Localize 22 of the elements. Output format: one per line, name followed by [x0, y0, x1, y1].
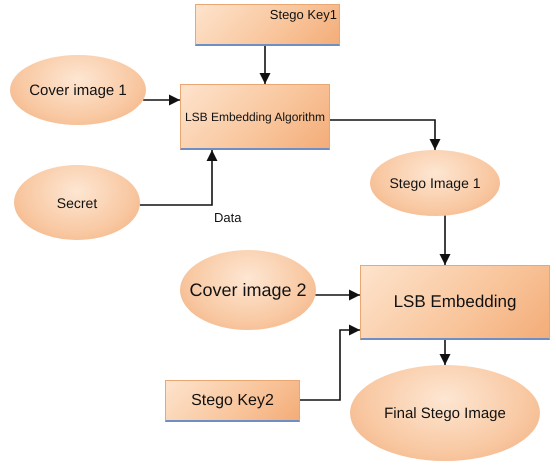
node-label: LSB Embedding Algorithm: [184, 108, 326, 126]
arrow: [439, 340, 451, 365]
node-label: Stego Key2: [190, 390, 275, 410]
process-box: [360, 265, 550, 340]
arrow: [143, 94, 180, 106]
node-label: Cover image 1: [28, 80, 128, 100]
arrow: [315, 289, 360, 301]
arrow: [259, 46, 271, 84]
text-label: Data: [214, 210, 242, 225]
arrow: [140, 150, 218, 206]
node-label: Stego Image 1: [388, 174, 482, 193]
process-box: [195, 4, 340, 46]
arrow: [300, 324, 360, 401]
node-label: Secret: [56, 194, 98, 212]
process-box: [180, 84, 330, 150]
process-box: [165, 380, 300, 422]
arrow: [330, 119, 441, 150]
node-label: Cover image 2: [188, 278, 308, 302]
node-label: Final Stego Image: [383, 404, 507, 424]
node-label: LSB Embedding: [392, 291, 518, 313]
arrow: [439, 216, 451, 265]
node-label: Stego Key1: [268, 6, 338, 24]
